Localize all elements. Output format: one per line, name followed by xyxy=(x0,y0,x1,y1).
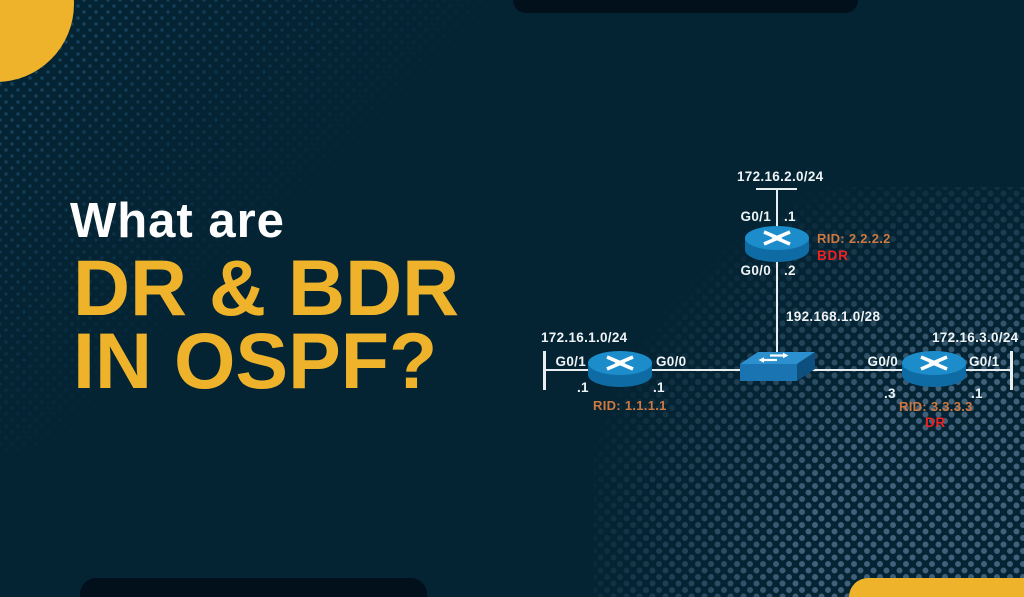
ip-label: .1 xyxy=(971,386,983,401)
dark-bar-top xyxy=(513,0,858,13)
title-main-line2: IN OSPF? xyxy=(73,316,438,405)
interface-label: G0/0 xyxy=(740,263,771,278)
router-id-label: RID: 1.1.1.1 xyxy=(593,398,667,413)
yellow-corner-decoration xyxy=(849,578,1024,597)
link-top-router-to-switch xyxy=(776,255,778,355)
interface-label: G0/1 xyxy=(740,209,771,224)
router-icon xyxy=(902,351,966,387)
lan-bar-top-network xyxy=(756,188,797,190)
network-label-left: 172.16.1.0/24 xyxy=(541,330,628,345)
bdr-role-badge: BDR xyxy=(817,248,849,263)
network-label-top: 172.16.2.0/24 xyxy=(737,169,824,184)
network-label-middle: 192.168.1.0/28 xyxy=(786,309,881,324)
router-icon xyxy=(588,351,652,387)
ip-label: .1 xyxy=(784,209,796,224)
lan-bar-left-network xyxy=(543,351,546,390)
router-icon xyxy=(745,226,809,262)
ip-label: .2 xyxy=(784,263,796,278)
ip-label: .3 xyxy=(884,386,896,401)
lan-bar-right-network xyxy=(1010,351,1013,390)
ip-label: .1 xyxy=(577,380,589,395)
dr-role-badge: DR xyxy=(925,415,947,430)
router-id-label: RID: 2.2.2.2 xyxy=(817,231,891,246)
halftone-pattern-top-left xyxy=(0,0,560,450)
title-main-line1: DR & BDR xyxy=(73,243,460,332)
interface-label: G0/1 xyxy=(969,354,1000,369)
dark-bar-bottom xyxy=(80,578,427,597)
router-id-label: RID: 3.3.3.3 xyxy=(899,399,973,414)
network-label-right: 172.16.3.0/24 xyxy=(932,330,1019,345)
link-top-router-to-lan xyxy=(776,190,778,230)
interface-label: G0/0 xyxy=(656,354,687,369)
interface-label: G0/0 xyxy=(867,354,898,369)
ip-label: .1 xyxy=(653,380,665,395)
switch-icon xyxy=(740,352,815,381)
interface-label: G0/1 xyxy=(555,354,586,369)
halftone-pattern-bottom-right xyxy=(594,187,1024,597)
title-prefix: What are xyxy=(70,194,285,248)
